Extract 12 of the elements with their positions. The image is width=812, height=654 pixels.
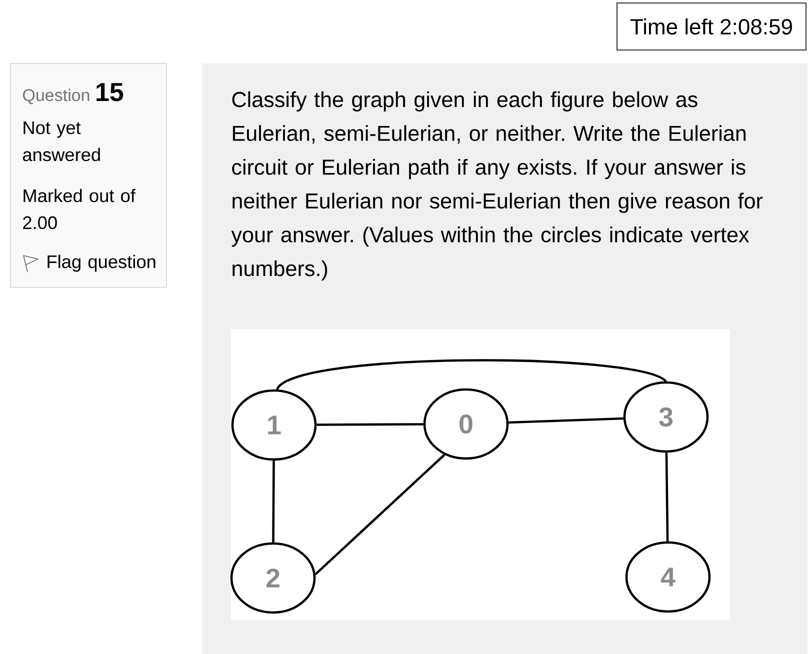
timer-box: Time left 2:08:59 bbox=[616, 2, 806, 50]
edge-line bbox=[508, 417, 624, 424]
flag-link: Flag question bbox=[48, 254, 156, 272]
edge-line bbox=[314, 454, 446, 576]
question-text: Classify the graph given in each figure below as Eulerian, semi-Eulerian, or neither. Write the Eulerian circuit or Eulerian path if any exists. If your answer is neither Eulerian nor semi-Eulerian then give reason for your answer. (Values within the circles indicate vertex numbers.) bbox=[231, 91, 763, 280]
status-text: Not yet answered bbox=[22, 122, 100, 162]
question-number: Question 15 bbox=[23, 83, 124, 104]
edge-line bbox=[276, 359, 667, 390]
marks-text: Marked out of 2.00 bbox=[23, 188, 136, 230]
edge-line bbox=[665, 452, 669, 542]
edge-line bbox=[272, 460, 275, 542]
edge-line bbox=[316, 423, 424, 426]
